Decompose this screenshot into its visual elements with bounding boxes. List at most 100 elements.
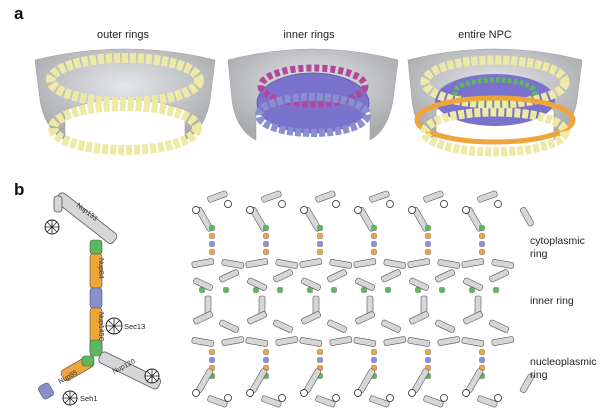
seh1-label: Seh1 <box>80 394 98 403</box>
inner-rings-render <box>227 48 399 141</box>
lattice-rod <box>369 190 390 203</box>
lattice-green-unit <box>307 287 313 293</box>
lattice-rod <box>491 259 515 269</box>
lattice-rod <box>245 337 269 347</box>
lattice-green-unit <box>493 287 499 293</box>
caption-inner-rings: inner rings <box>283 29 335 41</box>
lattice-green-unit <box>199 287 205 293</box>
lattice-rod <box>245 258 269 268</box>
lattice-green-unit <box>479 225 485 231</box>
lattice-green-unit <box>425 225 431 231</box>
lattice-rod <box>301 277 322 291</box>
lattice-rod <box>353 258 377 268</box>
lattice-rod <box>407 337 431 347</box>
lattice-orange-unit <box>317 233 323 239</box>
npc-lower-outer-ring <box>420 107 570 157</box>
lattice-orange-unit <box>209 233 215 239</box>
cytoplasmic-ring-label: cytoplasmic ring <box>530 235 585 261</box>
lattice-blue-unit <box>317 357 323 363</box>
lattice-rod <box>463 277 484 291</box>
seh1-sec13-wheel <box>278 200 286 208</box>
seh1-sec13-wheel <box>300 206 308 214</box>
seh1-sec13-wheel <box>246 206 254 214</box>
seh1-sec13-wheel <box>386 394 394 402</box>
lattice-blue-unit <box>317 241 323 247</box>
lattice-rod <box>357 368 376 394</box>
seh1-sec13-wheel <box>462 206 470 214</box>
lattice-blue-unit <box>371 357 377 363</box>
inner-ring-label: inner ring <box>530 295 574 308</box>
npc-upper-outer-ring <box>420 55 570 109</box>
lattice-green-unit <box>469 287 475 293</box>
lattice-orange-unit <box>317 349 323 355</box>
lattice-rod <box>221 336 245 346</box>
lattice-orange-unit <box>317 249 323 255</box>
lattice-orange-unit <box>425 249 431 255</box>
lattice-rod <box>435 319 456 333</box>
lattice-green-unit <box>317 225 323 231</box>
outer-rings-render <box>34 48 216 155</box>
lattice-orange-unit <box>479 233 485 239</box>
lattice-rod <box>273 319 294 333</box>
lattice-orange-unit <box>371 233 377 239</box>
npc-orange-ring <box>414 95 576 145</box>
lattice-rod <box>383 336 407 346</box>
lattice-green-unit <box>223 287 229 293</box>
nup145c-label: Nup145C <box>97 312 104 342</box>
lattice-blue-unit <box>479 357 485 363</box>
seh1-sec13-wheel <box>440 200 448 208</box>
lattice-rod <box>355 311 376 325</box>
lattice-rod <box>519 373 535 394</box>
lattice-rod <box>273 269 294 283</box>
nup133-tail <box>53 195 63 213</box>
inner-ring-lower <box>255 93 371 137</box>
lattice-rod <box>327 319 348 333</box>
lattice-rod <box>195 368 214 394</box>
cytoplasmic-label-line-1: cytoplasmic <box>530 235 585 247</box>
lattice-rod <box>299 258 323 268</box>
lattice-rod <box>383 259 407 269</box>
inner-ring-top <box>257 64 369 108</box>
lattice-rod <box>463 311 484 325</box>
lattice-rod <box>299 337 323 347</box>
seh1-sec13-wheel <box>408 206 416 214</box>
sec13-label: Sec13 <box>124 322 145 331</box>
lattice-orange-unit <box>371 349 377 355</box>
lattice-blue-unit <box>371 241 377 247</box>
lattice-rod <box>275 336 299 346</box>
lattice-orange-unit <box>479 249 485 255</box>
lattice-rod <box>247 277 268 291</box>
seh1-sec13-wheel <box>300 389 308 397</box>
lattice-rod <box>407 258 431 268</box>
lattice-rod <box>219 269 240 283</box>
caption-outer-rings: outer rings <box>97 29 149 41</box>
nup145c-green <box>89 339 103 357</box>
lattice-rod <box>465 368 484 394</box>
lattice-rod <box>261 395 282 408</box>
lattice-rod <box>303 368 322 394</box>
seh1-sec13-wheel <box>332 200 340 208</box>
lattice-rod <box>411 368 430 394</box>
lattice-orange-unit <box>263 349 269 355</box>
lattice-rod <box>315 190 336 203</box>
lattice-rod <box>437 336 461 346</box>
seh1-sec13-wheel <box>192 389 200 397</box>
lattice-rod <box>301 311 322 325</box>
lattice-rod <box>261 190 282 203</box>
lattice-rod <box>315 395 336 408</box>
lattice-rod <box>191 337 215 347</box>
lattice-blue-unit <box>479 241 485 247</box>
lattice-blue-unit <box>425 241 431 247</box>
panel-a-letter: a <box>14 4 24 23</box>
seh1-sec13-wheel <box>354 206 362 214</box>
lattice-green-unit <box>371 225 377 231</box>
lattice-orange-unit <box>425 233 431 239</box>
lattice-rod <box>191 258 215 268</box>
lattice-blue-unit <box>263 357 269 363</box>
lattice-rod <box>435 269 456 283</box>
lattice-rod <box>207 395 228 408</box>
seh1-sec13-wheel <box>408 389 416 397</box>
seh1-sec13-wheel <box>440 394 448 402</box>
caption-entire-npc: entire NPC <box>458 29 512 41</box>
